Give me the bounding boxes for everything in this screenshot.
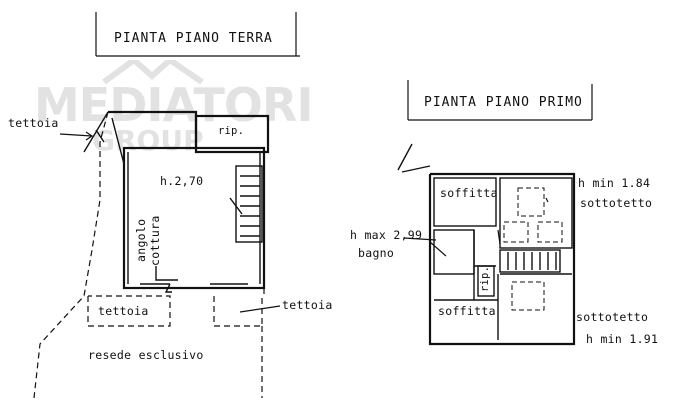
label-tettoia-top: tettoia bbox=[8, 116, 59, 130]
ground-floor-leaders bbox=[59, 131, 281, 313]
label-hmin-bottom: h min 1.91 bbox=[586, 332, 659, 346]
first-floor-dashed bbox=[503, 187, 563, 311]
first-floor-leaders bbox=[403, 197, 549, 257]
label-bagno: bagno bbox=[358, 246, 395, 260]
label-soffitta-top: soffitta bbox=[440, 186, 498, 200]
label-sottotetto-top: sottotetto bbox=[580, 196, 653, 210]
label-rip-ground: rip. bbox=[218, 125, 245, 137]
ground-floor-walls bbox=[83, 110, 270, 293]
label-rip-first: rip. bbox=[479, 265, 491, 292]
ground-floor-title: PIANTA PIANO TERRA bbox=[114, 31, 273, 46]
label-hmin-top: h min 1.84 bbox=[578, 176, 651, 190]
label-soffitta-bottom: soffitta bbox=[438, 304, 496, 318]
label-resede-esclusivo: resede esclusivo bbox=[88, 348, 204, 362]
label-tettoia-right: tettoia bbox=[282, 298, 333, 312]
ground-floor-dashed bbox=[33, 111, 265, 399]
title-box-ground-floor bbox=[95, 12, 300, 57]
title-box-first-floor bbox=[407, 80, 593, 121]
label-angolo: angolo bbox=[134, 218, 148, 262]
label-height-ground: h.2,70 bbox=[160, 174, 204, 188]
label-cottura: cottura bbox=[148, 215, 162, 266]
label-hmax: h max 2,99 bbox=[350, 228, 423, 242]
label-tettoia-left: tettoia bbox=[98, 304, 149, 318]
label-sottotetto-bottom: sottotetto bbox=[576, 310, 649, 324]
first-floor-title: PIANTA PIANO PRIMO bbox=[424, 95, 583, 110]
first-floor-walls bbox=[397, 143, 576, 346]
